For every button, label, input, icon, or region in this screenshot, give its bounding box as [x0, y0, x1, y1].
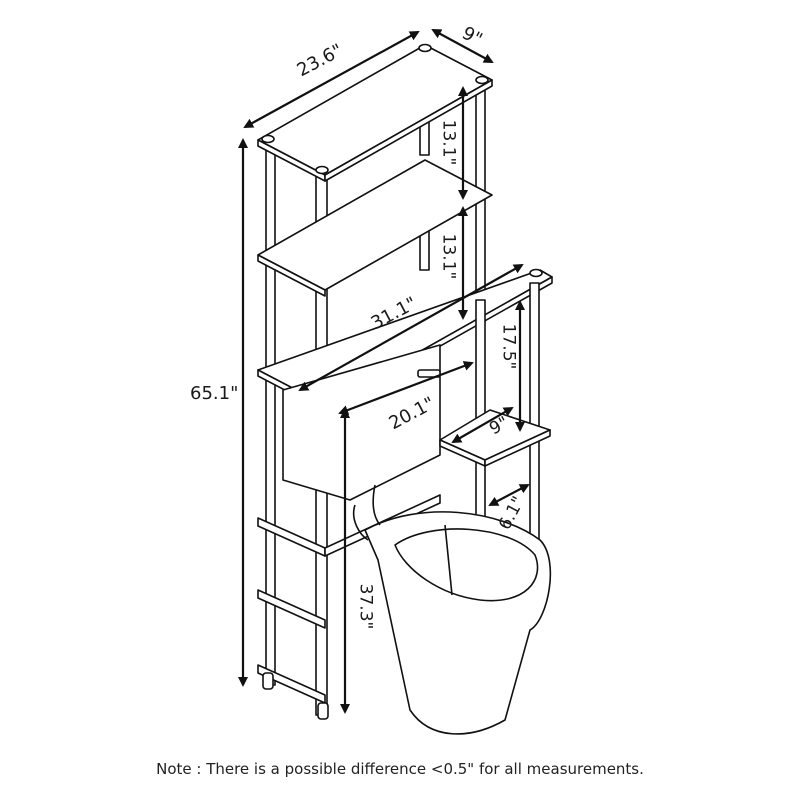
label-shelf-gap-1: 13.1" — [438, 119, 459, 166]
label-shelf-gap-2: 13.1" — [438, 233, 459, 280]
dim-arrow-6-1 — [488, 484, 530, 506]
dim-arrow-20-1 — [338, 361, 474, 415]
dim-arrow-9-side — [451, 407, 514, 443]
dim-arrow-31-1 — [298, 264, 524, 391]
dim-arrow-23-6 — [243, 31, 420, 128]
measurement-note: Note : There is a possible difference <0… — [156, 760, 644, 778]
label-side-shelf-height: 17.5" — [498, 323, 519, 370]
label-overall-height: 65.1" — [190, 383, 239, 404]
shelf-lower-2 — [257, 589, 326, 629]
label-toilet-clearance: 37.3" — [355, 583, 376, 630]
dim-arrow-9-top — [431, 29, 494, 63]
